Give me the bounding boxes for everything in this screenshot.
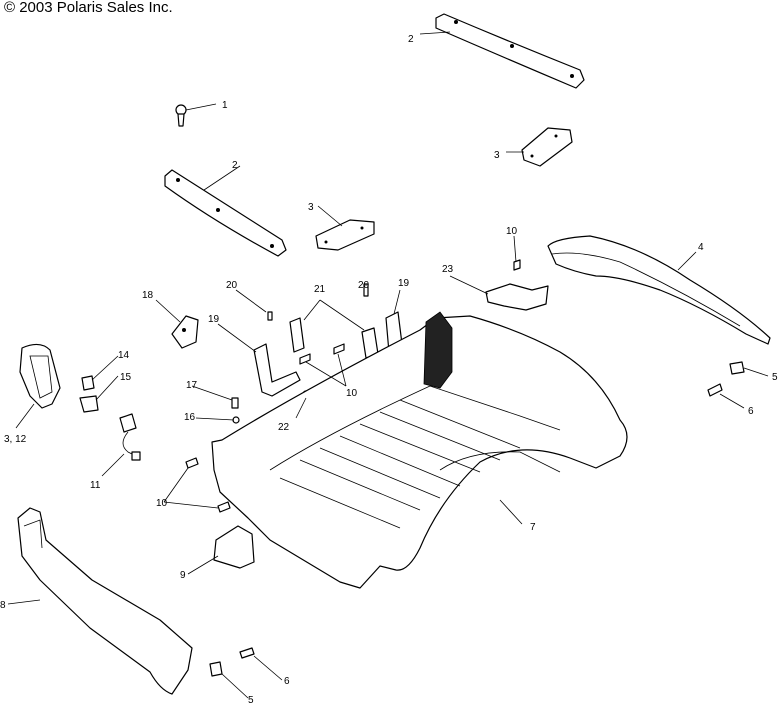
callout-labels: 1 2 2 3 3 4 10 23 20 21 20 19 18 19 10 1… xyxy=(0,34,778,703)
callout-6-bottom: 6 xyxy=(284,676,290,687)
part-7-rear-cab-body[interactable] xyxy=(211,311,628,589)
part-2-left-rack-bar[interactable] xyxy=(164,169,287,257)
callout-18: 18 xyxy=(142,290,154,301)
part-8-left-side-panel[interactable] xyxy=(17,507,193,695)
callout-3-middle: 3 xyxy=(308,202,314,213)
callout-10-top: 10 xyxy=(506,226,518,237)
callout-11: 11 xyxy=(90,480,101,491)
callout-2-left: 2 xyxy=(232,160,238,171)
part-5-clip-right[interactable] xyxy=(729,361,745,375)
callout-6-right: 6 xyxy=(748,406,754,417)
callout-1: 1 xyxy=(222,100,228,111)
callout-17: 17 xyxy=(186,380,198,391)
leader-lines xyxy=(7,31,769,699)
callout-19-left: 19 xyxy=(208,314,220,325)
callout-23: 23 xyxy=(442,264,454,275)
part-3-bracket-middle[interactable] xyxy=(315,219,375,251)
callout-8: 8 xyxy=(0,600,6,611)
callout-3-right: 3 xyxy=(494,150,500,161)
callout-10-lower: 10 xyxy=(156,498,168,509)
part-10-screw-top[interactable] xyxy=(513,259,521,271)
part-14-bulb[interactable] xyxy=(81,375,95,391)
callout-10-middle: 10 xyxy=(346,388,358,399)
part-3-bracket-right[interactable] xyxy=(521,127,573,167)
part-10-screws-lower[interactable] xyxy=(185,457,231,513)
callout-9: 9 xyxy=(180,570,186,581)
callout-15: 15 xyxy=(120,372,132,383)
callout-5-right: 5 xyxy=(772,372,778,383)
callout-16: 16 xyxy=(184,412,196,423)
callout-4: 4 xyxy=(698,242,704,253)
part-23-bracket[interactable] xyxy=(485,283,549,311)
callout-3-12: 3, 12 xyxy=(4,434,27,445)
part-2-upper-rack-bar[interactable] xyxy=(435,13,585,89)
part-15-bulb[interactable] xyxy=(79,395,99,413)
callout-7: 7 xyxy=(530,522,536,533)
part-19-left-bracket[interactable] xyxy=(253,343,301,397)
callout-14: 14 xyxy=(118,350,130,361)
part-3-12-tail-light[interactable] xyxy=(19,343,61,409)
part-6-screw-right[interactable] xyxy=(707,383,723,397)
callout-2-upper: 2 xyxy=(408,34,414,45)
callout-19-right: 19 xyxy=(398,278,410,289)
copyright-text: © 2003 Polaris Sales Inc. xyxy=(4,0,173,16)
part-4-rear-fender-extension[interactable] xyxy=(547,235,771,345)
part-11-socket-harness[interactable] xyxy=(119,413,141,461)
part-5-clip-bottom[interactable] xyxy=(209,661,223,677)
part-18-bracket[interactable] xyxy=(171,315,199,349)
part-6-screw-bottom[interactable] xyxy=(239,647,255,659)
part-1-screw[interactable] xyxy=(175,104,187,127)
callout-22: 22 xyxy=(278,422,290,433)
callout-5-bottom: 5 xyxy=(248,695,254,703)
callout-20-right: 20 xyxy=(358,280,370,291)
callout-20-left: 20 xyxy=(226,280,238,291)
callout-21: 21 xyxy=(314,284,326,295)
part-9-bracket[interactable] xyxy=(213,525,255,569)
